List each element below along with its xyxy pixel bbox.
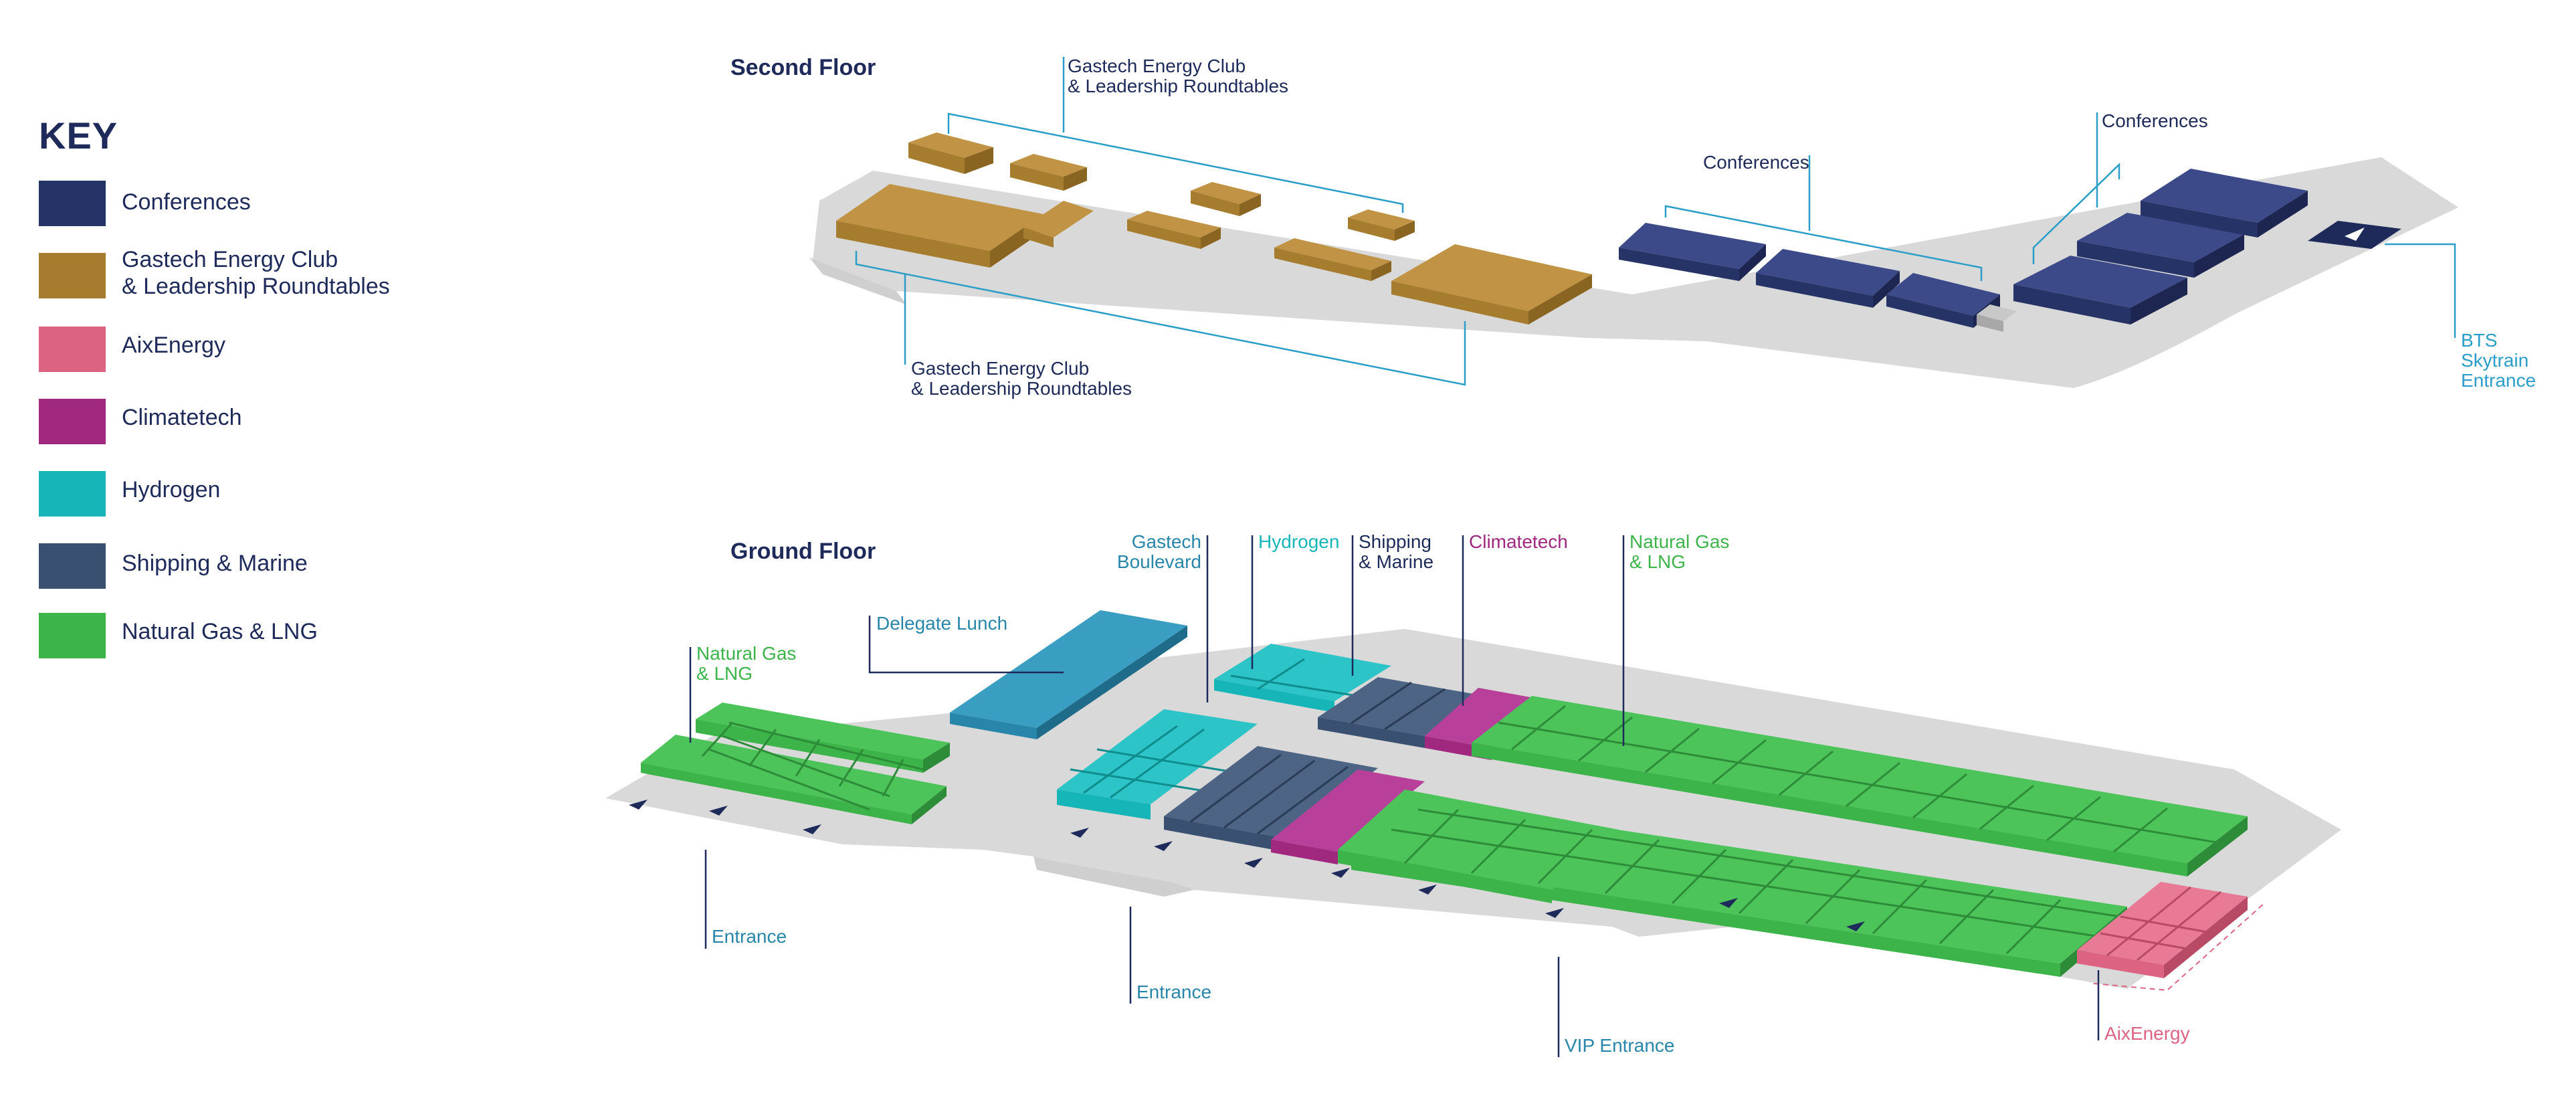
- second-floor-callout-lines: [855, 57, 2456, 386]
- legend-label-natgas: Natural Gas & LNG: [122, 619, 318, 644]
- second-floor-gastech-blocks: [836, 132, 1592, 325]
- legend-label-climatetech: Climatetech: [122, 405, 242, 430]
- callout-gastech-bottom: Gastech Energy Club & Leadership Roundta…: [911, 358, 1132, 399]
- ground-hydrogen-blocks: [1057, 644, 1391, 820]
- legend-item-shipping: Shipping & Marine: [39, 543, 413, 590]
- callout-conferences-right: Conferences: [2102, 110, 2208, 131]
- delegate-lunch-block: [950, 610, 1187, 739]
- callout-natgas-right: Natural Gas & LNG: [1629, 531, 1730, 572]
- legend-item-conferences: Conferences: [39, 181, 413, 227]
- second-floor-plate: [813, 157, 2458, 388]
- legend-title: KEY: [39, 114, 118, 157]
- legend-swatch-natgas: [39, 613, 106, 658]
- legend-swatch-hydrogen: [39, 471, 106, 517]
- callout-gastech-top: Gastech Energy Club & Leadership Roundta…: [1068, 56, 1289, 96]
- second-floor-plate-lower: [809, 258, 906, 304]
- callout-shipping-marine: Shipping & Marine: [1359, 531, 1434, 572]
- ground-main-natgas-blocks: [1338, 696, 2248, 977]
- ground-floor-title: Ground Floor: [730, 539, 876, 564]
- callout-climatetech: Climatetech: [1469, 531, 1568, 552]
- legend-label-gastech: Gastech Energy Club & Leadership Roundta…: [122, 247, 390, 299]
- legend-label-hydrogen: Hydrogen: [122, 477, 221, 502]
- ground-left-natgas-cluster: [641, 703, 950, 824]
- callout-hydrogen: Hydrogen: [1258, 531, 1340, 552]
- callout-entrance-mid: Entrance: [1136, 982, 1212, 1002]
- legend-swatch-climatetech: [39, 399, 106, 444]
- legend-item-hydrogen: Hydrogen: [39, 471, 413, 518]
- ground-aixenergy-blocks: [2077, 882, 2265, 992]
- callout-conferences-mid: Conferences: [1703, 152, 1809, 173]
- callout-aixenergy: AixEnergy: [2104, 1023, 2190, 1044]
- legend-label-aixenergy: AixEnergy: [122, 333, 225, 358]
- legend-swatch-gastech: [39, 253, 106, 298]
- second-floor-conference-blocks: [1619, 169, 2401, 332]
- legend-swatch-shipping: [39, 543, 106, 589]
- legend-swatch-aixenergy: [39, 327, 106, 372]
- legend-label-shipping: Shipping & Marine: [122, 551, 308, 576]
- ground-floor-callout-lines: [689, 535, 2100, 1057]
- legend-item-aixenergy: AixEnergy: [39, 327, 413, 373]
- legend-item-climatetech: Climatetech: [39, 399, 413, 446]
- callout-entrance-left: Entrance: [712, 926, 787, 947]
- callout-gastech-boulevard: Gastech Boulevard: [1116, 531, 1201, 572]
- legend-item-natgas: Natural Gas & LNG: [39, 613, 413, 660]
- legend-label-conferences: Conferences: [122, 189, 251, 215]
- legend-swatch-conferences: [39, 181, 106, 226]
- callout-bts-skytrain-entrance: BTS Skytrain Entrance: [2461, 330, 2537, 391]
- callout-delegate-lunch: Delegate Lunch: [876, 613, 1008, 634]
- callout-natgas-left: Natural Gas & LNG: [696, 643, 797, 684]
- legend-item-gastech: Gastech Energy Club & Leadership Roundta…: [39, 247, 413, 300]
- entrance-arrows: [629, 800, 1865, 931]
- ground-floor-plan: [605, 535, 2341, 1057]
- second-floor-plan: [809, 57, 2458, 388]
- second-floor-title: Second Floor: [730, 55, 876, 80]
- callout-vip-entrance: VIP Entrance: [1565, 1035, 1675, 1056]
